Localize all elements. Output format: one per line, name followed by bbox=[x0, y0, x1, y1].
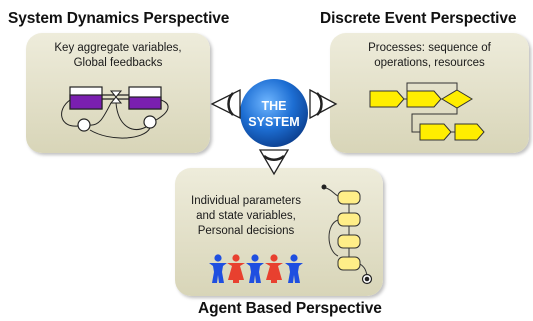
sd-panel-text-line-2: Global feedbacks bbox=[73, 57, 163, 69]
state-4 bbox=[337, 256, 361, 271]
system-dynamics-title: System Dynamics Perspective bbox=[8, 10, 230, 27]
eye-icon bbox=[258, 149, 290, 176]
statechart-initial-point bbox=[321, 184, 327, 190]
de-panel-text-line-2: operations, resources bbox=[374, 57, 485, 69]
system-dynamics-panel: Key aggregate variables, Global feedback… bbox=[26, 33, 210, 153]
flow-valve bbox=[109, 90, 123, 104]
statechart bbox=[321, 184, 373, 285]
ab-panel-text-line-2: and state variables, bbox=[196, 210, 296, 222]
process-block-2 bbox=[406, 90, 442, 108]
discrete-event-title: Discrete Event Perspective bbox=[320, 10, 517, 27]
agents-group bbox=[209, 254, 303, 283]
agent-male-2 bbox=[246, 254, 264, 283]
de-panel-text-line-1: Processes: sequence of bbox=[368, 42, 491, 54]
the-system-sphere bbox=[240, 79, 308, 147]
agent-female-1 bbox=[227, 254, 245, 283]
ab-panel-text-line-3: Personal decisions bbox=[197, 225, 295, 237]
stock-flow-diagram bbox=[61, 86, 169, 139]
eye-icon bbox=[309, 88, 338, 120]
the-system-label-line-2: SYSTEM bbox=[248, 115, 300, 129]
process-flowchart bbox=[369, 82, 485, 141]
decision-diamond bbox=[441, 89, 473, 109]
process-block-3 bbox=[419, 123, 452, 141]
the-system-label-line-1: THE bbox=[261, 99, 287, 113]
state-2 bbox=[337, 212, 361, 227]
agent-male-3 bbox=[285, 254, 303, 283]
ab-panel-text-line-1: Individual parameters bbox=[191, 195, 301, 207]
auxiliary-variable-2 bbox=[143, 115, 157, 129]
eye-icon bbox=[210, 88, 241, 120]
auxiliary-variable-1 bbox=[77, 118, 91, 132]
stock-1-level bbox=[69, 94, 103, 110]
state-3 bbox=[337, 234, 361, 249]
state-1 bbox=[337, 190, 361, 205]
process-block-4 bbox=[454, 123, 485, 141]
agent-male-1 bbox=[209, 254, 227, 283]
process-block-1 bbox=[369, 90, 405, 108]
agent-female-2 bbox=[265, 254, 283, 283]
stock-2-level bbox=[128, 96, 162, 110]
agent-based-title: Agent Based Perspective bbox=[198, 300, 382, 317]
sd-panel-text-line-1: Key aggregate variables, bbox=[54, 42, 182, 54]
